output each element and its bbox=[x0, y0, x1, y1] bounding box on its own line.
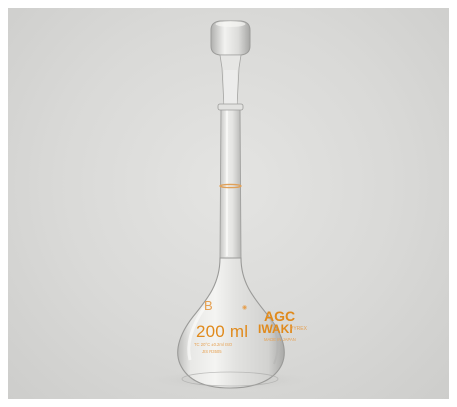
maker-label: IWAKI bbox=[258, 322, 293, 336]
volume-label: 200 ml bbox=[196, 322, 249, 341]
manufacturer-logo-icon: ◉ bbox=[242, 305, 248, 311]
stopper-head bbox=[210, 20, 251, 56]
certificate-label: JIS R3505 bbox=[202, 349, 222, 354]
brand-label: AGC bbox=[264, 308, 296, 324]
spec-label: TC 20°C ±0.2ml ISO bbox=[194, 342, 233, 347]
made-in-label: MADE IN JAPAN bbox=[264, 337, 296, 342]
graduation-mark bbox=[219, 183, 242, 189]
photo-frame: B ◉ AGC 200 ml IWAKI PYREX TC 20°C ±0.2m… bbox=[8, 8, 449, 399]
grade-label: B bbox=[204, 298, 213, 313]
maker-suffix-label: PYREX bbox=[290, 326, 307, 332]
flask-illustration bbox=[148, 20, 312, 390]
flask-body bbox=[177, 257, 285, 389]
flask-neck bbox=[219, 105, 242, 259]
